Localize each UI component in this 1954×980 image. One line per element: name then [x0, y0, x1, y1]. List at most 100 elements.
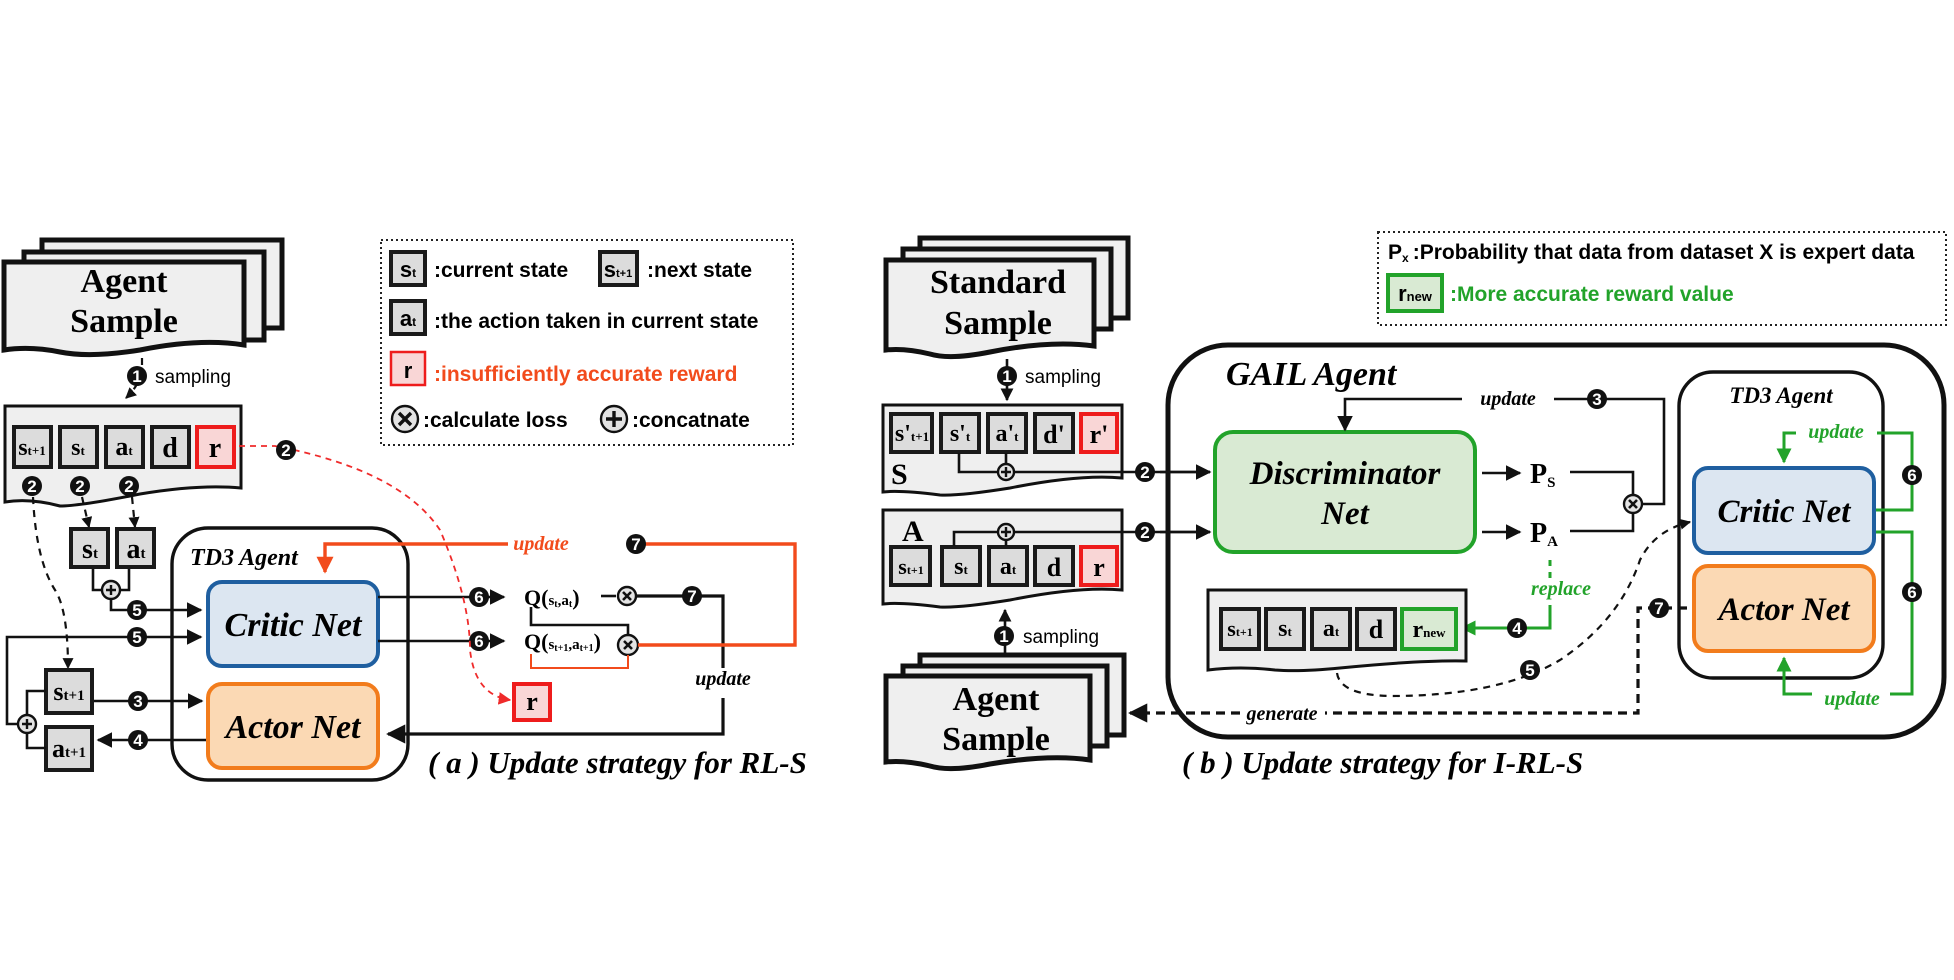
update-actor-label: update [695, 668, 751, 690]
td3-agent-title-b: TD3 Agent [1729, 383, 1833, 408]
standard-sample-line2: Sample [944, 305, 1052, 342]
svg-text:st: st [82, 534, 98, 565]
svg-text:st: st [71, 435, 85, 461]
concat-icon [16, 713, 38, 735]
svg-text:2: 2 [27, 477, 36, 496]
agent-sample-stack: Agent Sample [1, 237, 285, 358]
svg-text:st: st [1278, 616, 1292, 642]
svg-text:at+1: at+1 [52, 734, 86, 763]
arrow-to-st [80, 496, 93, 529]
svg-text:1: 1 [999, 627, 1008, 646]
step-5-badge: 5 [1520, 660, 1540, 680]
concat-icon [996, 522, 1016, 542]
step-7-badge: 7 [1649, 598, 1669, 618]
svg-text:2: 2 [1140, 463, 1149, 482]
svg-text:r': r' [1090, 420, 1109, 449]
expert-buffer-s: s't+1 s't a't d' r' S [881, 403, 1124, 497]
sampling-label-agent: sampling [1023, 627, 1099, 648]
step-2-badge: 2 [70, 476, 90, 496]
legend-a: st :current state st+1 :next state at :t… [380, 239, 794, 446]
svg-text:2: 2 [1140, 523, 1149, 542]
p-standard: PS [1530, 459, 1555, 491]
svg-text:at: at [115, 432, 133, 461]
gail-agent-container [1165, 342, 1947, 740]
actor-net-label: Actor Net [223, 709, 362, 746]
step-2-badge: 2 [22, 476, 42, 496]
update-critic-arrow-b [1776, 431, 1796, 464]
update-critic-label-b: update [1808, 421, 1864, 443]
svg-text:7: 7 [1654, 599, 1663, 618]
svg-text:6: 6 [1907, 583, 1916, 602]
sampling-label: sampling [155, 367, 231, 388]
s-buffer-label: S [891, 458, 908, 491]
svg-text:at: at [127, 534, 146, 565]
step-3-badge: 3 [1587, 389, 1607, 409]
svg-text:4: 4 [1512, 619, 1522, 638]
arrow-to-st1 [31, 496, 74, 670]
discriminator-line1: Discriminator [1249, 456, 1442, 492]
update-actor-label-b: update [1824, 688, 1880, 710]
update-actor-arrow-b [1776, 656, 1812, 696]
svg-text:4: 4 [133, 731, 143, 750]
agent-sample-b-line2: Sample [942, 721, 1050, 758]
standard-sample-line1: Standard [930, 264, 1066, 301]
svg-text:5: 5 [1525, 661, 1534, 680]
sampling-label-standard: sampling [1025, 367, 1101, 388]
svg-text:2: 2 [281, 441, 290, 460]
replace-label: replace [1531, 578, 1591, 600]
train-critic-dashed-arrow [1335, 518, 1692, 698]
legend-concat: :concatnate [632, 409, 750, 432]
svg-text:7: 7 [687, 587, 696, 606]
cell-s-t1 [12, 425, 53, 469]
svg-text:st: st [400, 257, 416, 282]
step-7-badge: 7 [682, 586, 702, 606]
svg-text:at: at [400, 306, 416, 331]
standard-sample-stack: Standard Sample [883, 235, 1131, 360]
step-6-badge: 6 [469, 587, 489, 607]
replace-arrow [1460, 605, 1552, 636]
step-3-badge: 3 [128, 691, 148, 711]
cell-d [150, 425, 191, 469]
svg-text:2: 2 [75, 477, 84, 496]
picked-a-t [115, 527, 156, 569]
legend-b: Px:Probability that data from dataset X … [1377, 231, 1947, 326]
arrow-to-at [128, 496, 140, 529]
svg-text:st+1: st+1 [1227, 616, 1252, 641]
concat-icon [599, 404, 629, 434]
reward-new-cell [1400, 607, 1458, 651]
q-value-next: Q(st+1,at+1) [524, 629, 601, 654]
update-critic-label: update [513, 533, 569, 555]
svg-text:r: r [209, 433, 221, 464]
step-1-badge: 1 [997, 366, 1017, 386]
svg-text:d: d [1369, 615, 1384, 644]
svg-text:6: 6 [1907, 466, 1916, 485]
cell-a-t [104, 425, 145, 469]
critic-update-arrow [316, 542, 508, 574]
agent-sample-line2: Sample [70, 303, 178, 340]
svg-text:r: r [526, 687, 538, 716]
loss-icon [616, 585, 638, 607]
step-6-badge: 6 [1902, 465, 1922, 485]
agent-sample-b-line1: Agent [953, 681, 1041, 718]
svg-text:s't+1: s't+1 [895, 421, 929, 447]
step-5-badge: 5 [127, 600, 147, 620]
step-2-badge: 2 [119, 476, 139, 496]
updated-buffer: st+1 st at d rnew [1206, 588, 1468, 673]
step-2-badge: 2 [1135, 462, 1155, 482]
svg-text:1: 1 [1002, 367, 1011, 386]
critic-net [206, 580, 380, 668]
svg-text:r: r [404, 358, 413, 383]
caption-b: ( b ) Update strategy for I-RL-S [1182, 745, 1583, 780]
svg-text:a't: a't [995, 421, 1019, 447]
p-agent: PA [1530, 518, 1558, 550]
step-6-badge: 6 [469, 631, 489, 651]
critic-net-label-b: Critic Net [1718, 494, 1852, 530]
cell-s-t [58, 425, 99, 469]
cell-reward [195, 425, 236, 469]
step-4-badge: 4 [1507, 618, 1527, 638]
reward-cell [512, 682, 552, 722]
panel-a: Agent Sample 1 sampling st+1 st at d r 2… [1, 237, 807, 782]
agent-sample-line1: Agent [81, 263, 169, 300]
legend-rnew-cell [1386, 273, 1444, 313]
a-buffer-label: A [902, 515, 924, 548]
